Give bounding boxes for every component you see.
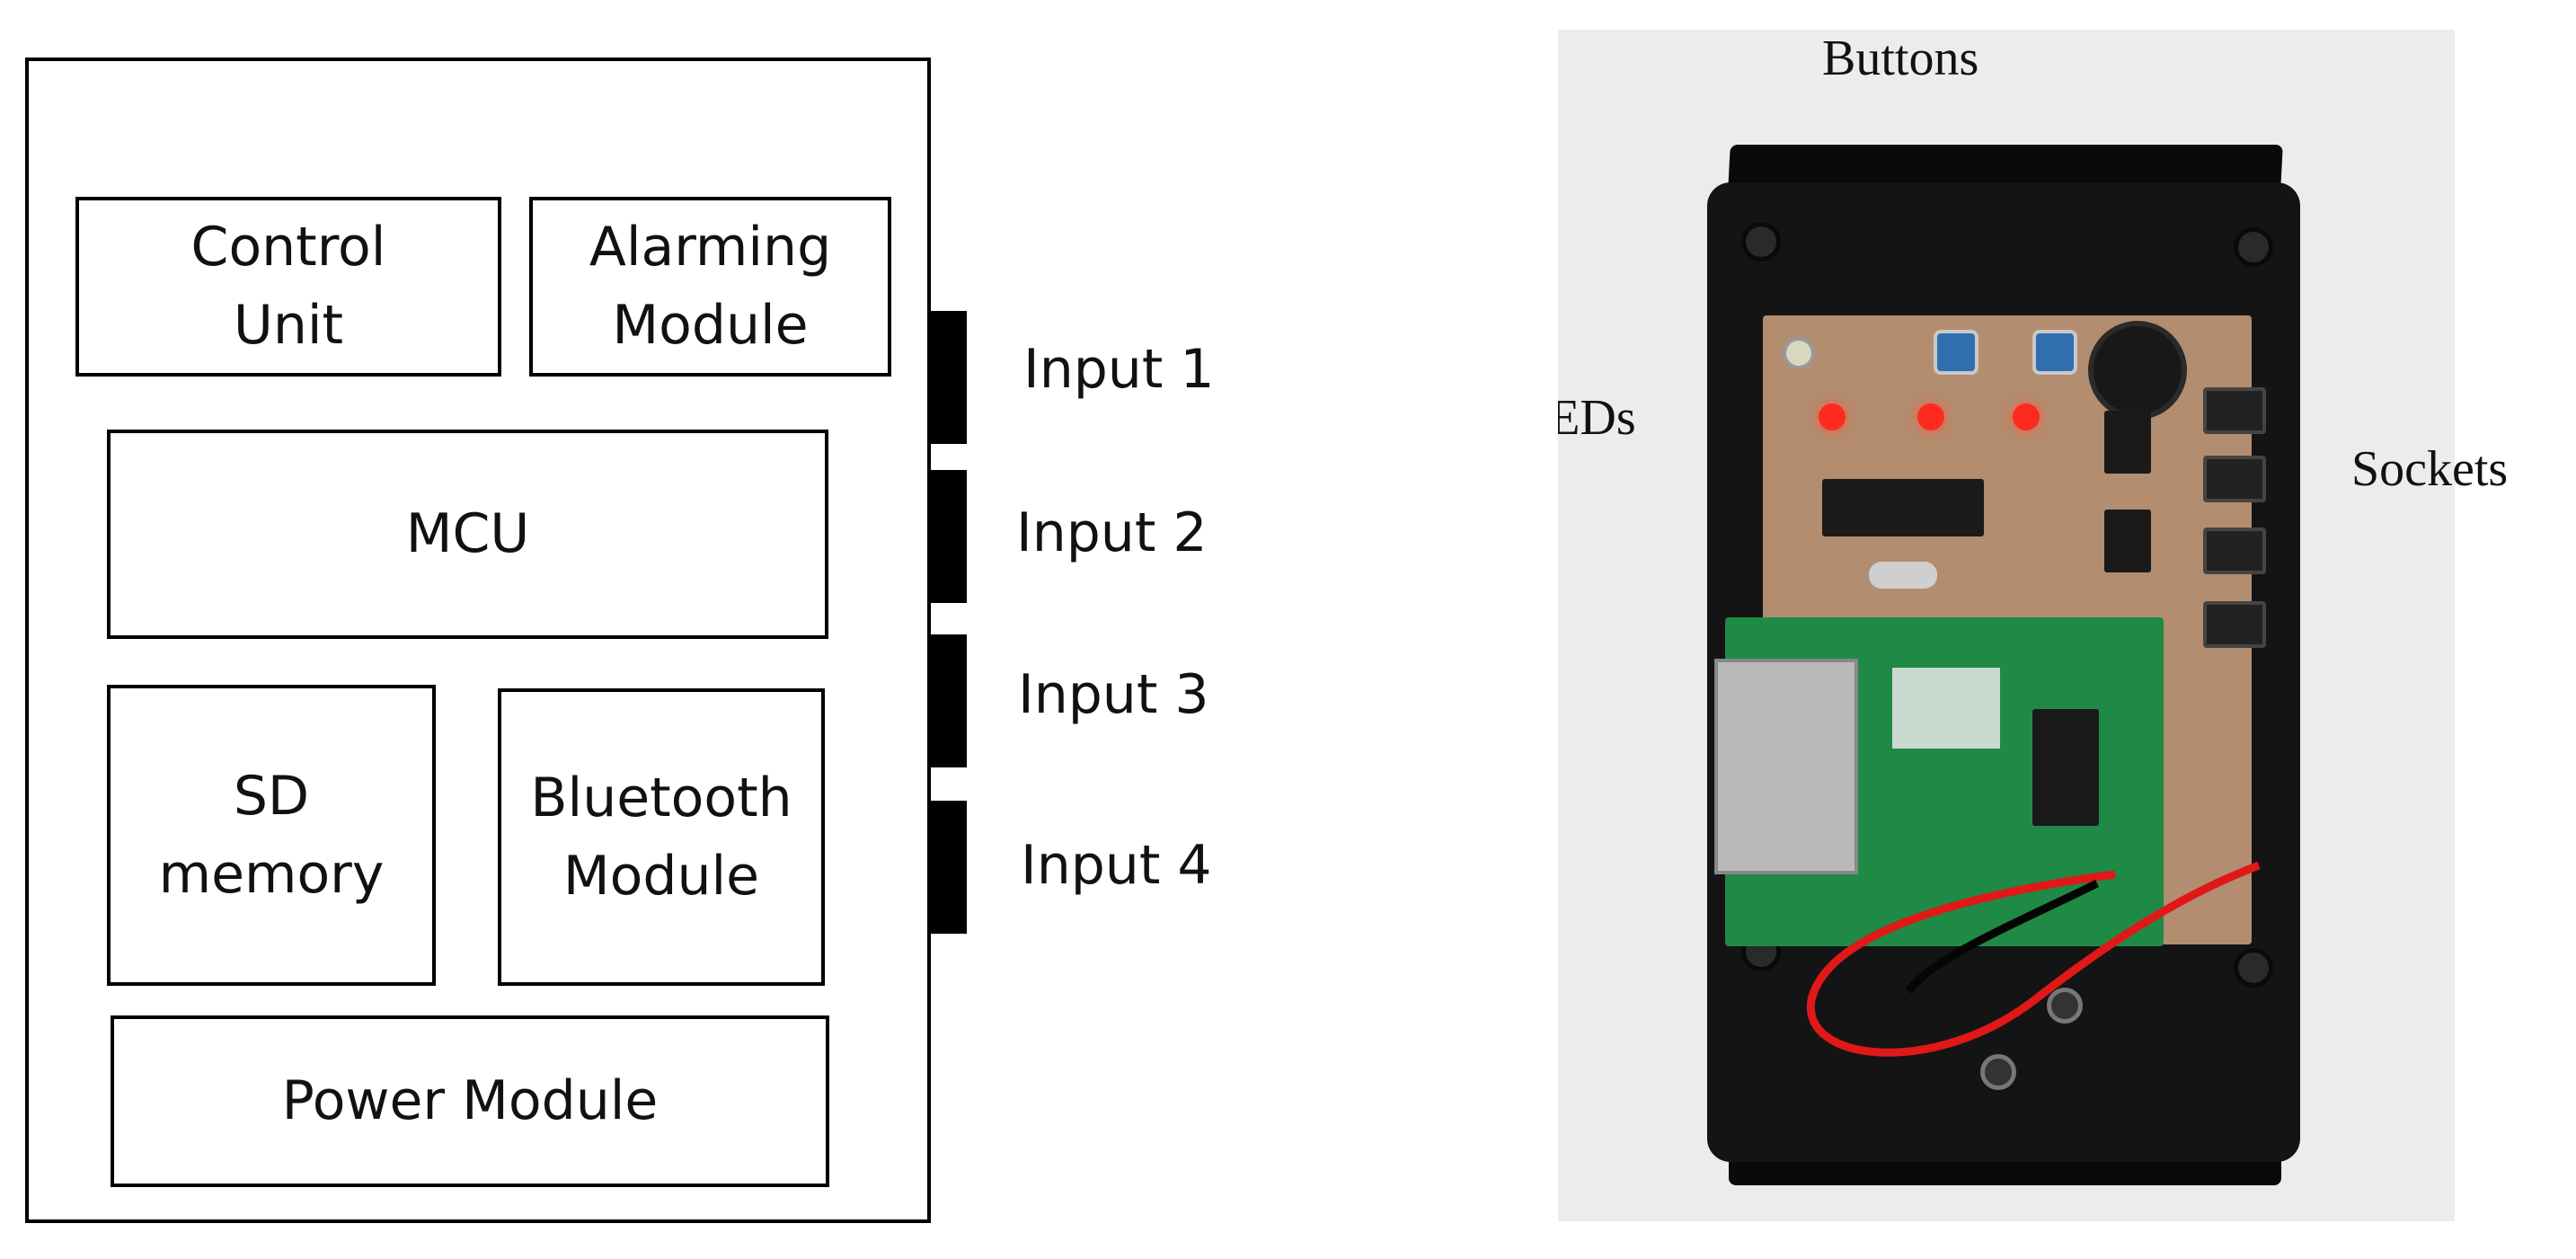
input-socket-3 (2203, 528, 2266, 574)
led-1 (1819, 403, 1846, 430)
status-light (1783, 337, 1815, 369)
sockets-label: Sockets (2351, 441, 2509, 497)
input-socket-2 (2203, 456, 2266, 502)
input-label-4: Input 4 (1021, 834, 1212, 897)
battery-snap-terminal-2 (1980, 1054, 2016, 1090)
microcontroller-chip (1822, 479, 1984, 536)
control-unit-box: Control Unit (75, 197, 501, 377)
sd-card-slot (1714, 659, 1858, 874)
device-photo: Buttons LEDs (1558, 30, 2455, 1221)
buttons-label: Buttons (1822, 31, 1979, 86)
sd-memory-label: SD memory (158, 764, 385, 906)
input-label-3: Input 3 (1018, 663, 1209, 726)
input-connector-1 (929, 311, 967, 444)
crystal-oscillator (1869, 562, 1937, 589)
push-button-left (1934, 330, 1978, 375)
bluetooth-module-label: Bluetooth Module (530, 766, 792, 908)
mcu-box: MCU (107, 430, 828, 639)
black-wire (1905, 879, 2100, 994)
battery-wires (1806, 861, 2261, 1057)
led-3 (2013, 403, 2040, 430)
input-socket-4 (2203, 601, 2266, 648)
alarming-module-label: Alarming Module (589, 216, 832, 357)
corner-screw-top-right (2234, 227, 2273, 267)
corner-screw-bottom-right (2234, 948, 2273, 988)
corner-screw-top-left (1741, 222, 1781, 262)
led-2 (1917, 403, 1944, 430)
control-unit-label: Control Unit (190, 216, 386, 357)
input-socket-1 (2203, 387, 2266, 434)
alarming-module-box: Alarming Module (529, 197, 891, 377)
red-wire (1806, 861, 2261, 1057)
push-button-right (2032, 330, 2077, 375)
leds-label: LEDs (1558, 390, 1636, 446)
input-connector-2 (929, 470, 967, 603)
input-connector-3 (929, 634, 967, 767)
mcu-label: MCU (405, 502, 530, 565)
power-module-box: Power Module (111, 1015, 829, 1187)
bluetooth-chip (2032, 709, 2099, 826)
input-connector-4 (929, 801, 967, 934)
bluetooth-module-box: Bluetooth Module (498, 688, 825, 986)
ic-chip-2 (2104, 510, 2151, 572)
battery-snap-terminal-1 (2047, 988, 2083, 1024)
sd-memory-box: SD memory (107, 685, 436, 986)
input-label-1: Input 1 (1023, 338, 1215, 401)
input-label-2: Input 2 (1016, 501, 1208, 564)
module-components (1892, 668, 2000, 749)
power-module-label: Power Module (281, 1069, 659, 1132)
ic-chip-1 (2104, 411, 2151, 474)
